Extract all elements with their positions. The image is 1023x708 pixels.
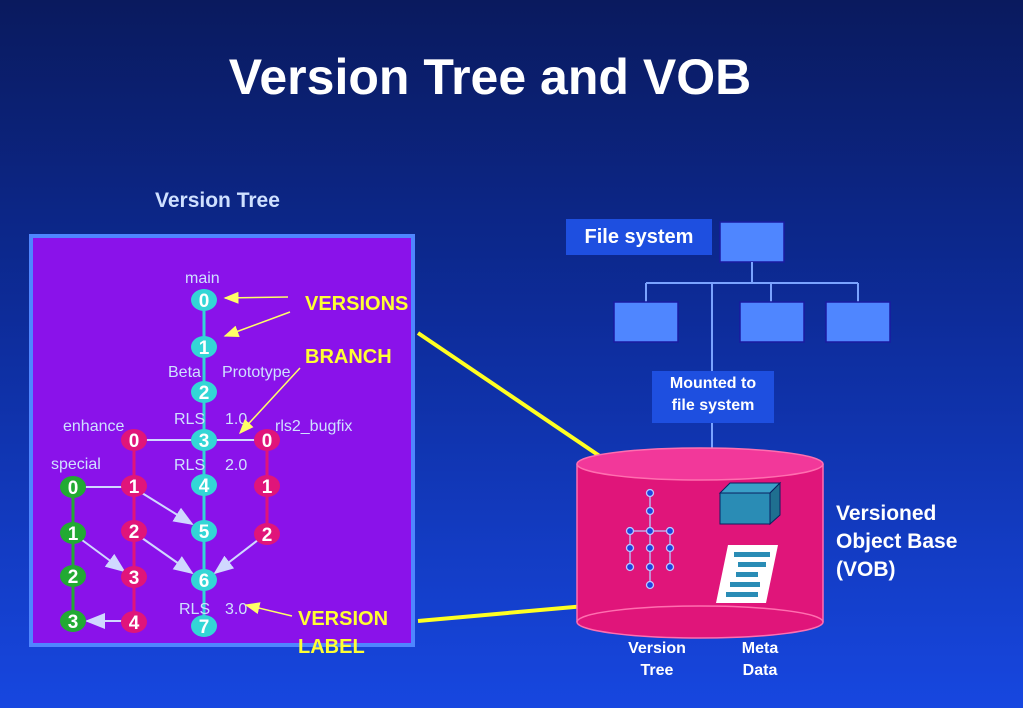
svg-text:4: 4 <box>199 476 210 497</box>
svg-text:0: 0 <box>129 431 140 452</box>
callout-version-label-line1: VERSION <box>298 608 388 630</box>
database-box-icon <box>718 481 782 526</box>
merge-arrow <box>141 537 194 575</box>
version-node: 1 <box>254 475 280 498</box>
branch-label-enhance: enhance <box>63 418 124 435</box>
svg-text:3: 3 <box>68 612 79 633</box>
version-node: 1 <box>60 522 86 545</box>
svg-text:1: 1 <box>129 477 140 498</box>
svg-text:0: 0 <box>262 431 273 452</box>
version-node: 0 <box>191 289 217 312</box>
caption-line: Meta <box>741 640 779 657</box>
version-node: 6 <box>191 569 217 592</box>
version-label-prototype: Prototype <box>222 364 291 381</box>
branch-label-rls2-bugfix: rls2_bugfix <box>275 418 352 435</box>
branch-label-main: main <box>185 270 220 287</box>
version-node: 3 <box>191 429 217 452</box>
version-label-rls: RLS <box>179 601 210 618</box>
merge-arrow <box>81 539 126 573</box>
version-label-rls: RLS <box>174 457 205 474</box>
main-nodes: 0 1 2 3 4 5 6 7 <box>191 289 217 638</box>
version-node: 0 <box>60 476 86 499</box>
svg-text:5: 5 <box>199 522 210 543</box>
version-node: 1 <box>121 475 147 498</box>
callout-versions: VERSIONS <box>305 293 408 315</box>
version-node: 3 <box>60 610 86 633</box>
svg-text:2: 2 <box>68 567 79 588</box>
version-label-3-0: 3.0 <box>225 601 247 618</box>
version-node: 2 <box>191 381 217 404</box>
mini-version-tree-icon <box>625 488 675 590</box>
vob-cylinder <box>576 447 824 639</box>
version-node: 1 <box>191 336 217 359</box>
callout-branch: BRANCH <box>305 346 392 368</box>
vob-label-line2: Object Base <box>836 530 958 553</box>
fs-child-box <box>613 301 679 343</box>
version-node: 0 <box>254 429 280 452</box>
version-label-rls: RLS <box>174 411 205 428</box>
version-node: 2 <box>60 565 86 588</box>
fs-root-box <box>719 221 785 263</box>
version-node: 0 <box>121 429 147 452</box>
version-node: 4 <box>121 611 147 634</box>
vob-version-tree-caption: Version Tree <box>617 638 697 682</box>
special-nodes: 0 1 2 3 <box>60 476 86 633</box>
version-tree-heading: Version Tree <box>155 189 280 212</box>
svg-text:2: 2 <box>262 525 273 546</box>
mounted-line2: file system <box>671 397 755 414</box>
version-node: 4 <box>191 474 217 497</box>
svg-text:3: 3 <box>129 568 140 589</box>
file-system-label: File system <box>566 219 712 255</box>
caption-line: Tree <box>640 662 674 679</box>
fs-child-box <box>739 301 805 343</box>
svg-text:2: 2 <box>129 522 140 543</box>
metadata-document-icon <box>716 545 778 603</box>
branch-label-special: special <box>51 456 101 473</box>
callout-arrows <box>223 291 301 617</box>
vob-meta-data-caption: Meta Data <box>720 638 800 682</box>
svg-text:2: 2 <box>199 383 210 404</box>
svg-text:1: 1 <box>262 477 273 498</box>
version-node: 7 <box>191 615 217 638</box>
svg-text:3: 3 <box>199 431 210 452</box>
svg-text:0: 0 <box>199 291 210 312</box>
version-node: 3 <box>121 566 147 589</box>
svg-text:4: 4 <box>129 613 140 634</box>
fs-child-box <box>825 301 891 343</box>
svg-text:7: 7 <box>199 617 210 638</box>
file-system-tree <box>613 221 891 456</box>
svg-text:0: 0 <box>68 478 79 499</box>
enhance-nodes: 0 1 2 3 4 <box>121 429 147 634</box>
svg-text:6: 6 <box>199 571 210 592</box>
merge-arrow <box>213 539 259 575</box>
rls2-bugfix-nodes: 0 1 2 <box>254 429 280 546</box>
vob-label-line3: (VOB) <box>836 558 896 581</box>
merge-arrows <box>81 492 259 629</box>
version-node: 2 <box>254 523 280 546</box>
version-node: 5 <box>191 520 217 543</box>
merge-arrow <box>141 492 194 526</box>
mounted-to-file-system-label: Mounted to file system <box>652 371 774 423</box>
caption-line: Data <box>742 662 778 679</box>
version-label-beta: Beta <box>168 364 201 381</box>
mounted-line1: Mounted to <box>669 375 757 392</box>
version-label-2-0: 2.0 <box>225 457 247 474</box>
version-label-1-0: 1.0 <box>225 411 247 428</box>
callout-version-label-line2: LABEL <box>298 636 365 658</box>
vob-label-line1: Versioned <box>836 502 937 525</box>
version-node: 2 <box>121 520 147 543</box>
svg-text:1: 1 <box>68 524 79 545</box>
slide-title: Version Tree and VOB <box>228 49 752 105</box>
svg-text:1: 1 <box>199 338 210 359</box>
caption-line: Version <box>628 640 686 657</box>
vob-label: Versioned Object Base (VOB) <box>836 500 957 584</box>
